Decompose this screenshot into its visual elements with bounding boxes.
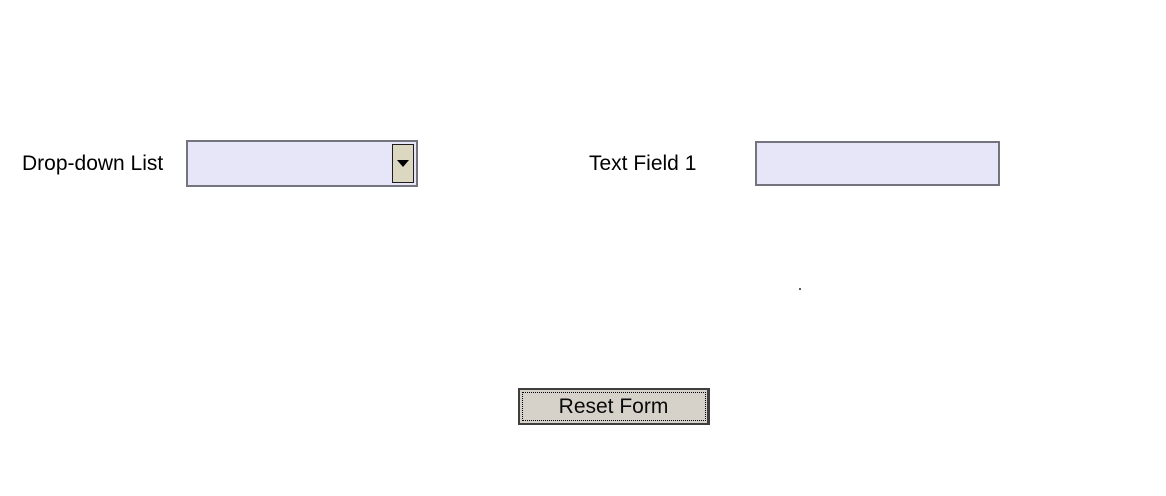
text-field-label: Text Field 1 bbox=[589, 152, 697, 175]
dropdown-selected-value bbox=[194, 142, 388, 185]
reset-form-button[interactable]: Reset Form bbox=[518, 388, 710, 425]
dropdown-expand-button[interactable] bbox=[392, 144, 414, 183]
chevron-down-icon bbox=[397, 160, 409, 167]
dropdown-field[interactable] bbox=[186, 140, 418, 187]
text-field-input[interactable] bbox=[755, 141, 1000, 186]
stray-dot bbox=[799, 288, 801, 290]
dropdown-label: Drop-down List bbox=[22, 152, 164, 175]
